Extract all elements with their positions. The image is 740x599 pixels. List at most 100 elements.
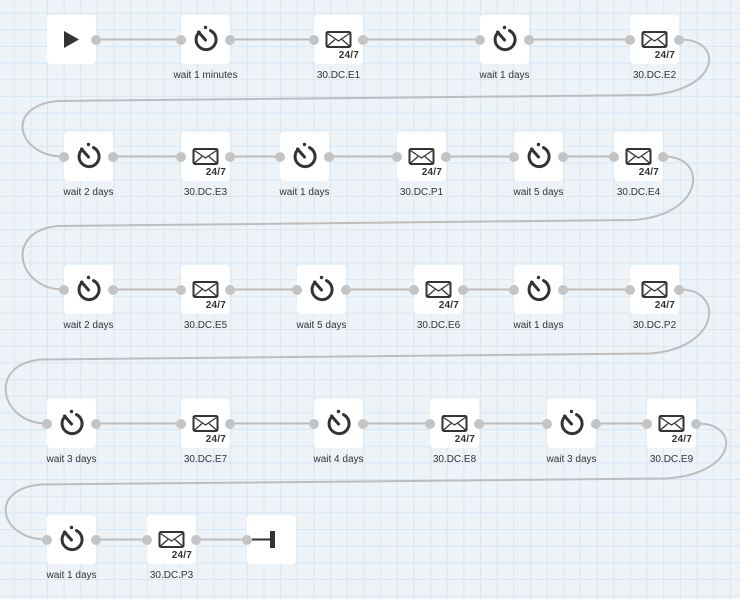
- input-port[interactable]: [42, 418, 52, 429]
- output-port[interactable]: [474, 418, 484, 429]
- wait-step-node[interactable]: wait 2 days: [59, 132, 118, 198]
- input-port[interactable]: [542, 418, 552, 429]
- output-port[interactable]: [191, 534, 201, 545]
- input-port[interactable]: [275, 151, 285, 162]
- wait-step-node[interactable]: wait 1 minutes: [174, 15, 237, 81]
- envelope-icon: [408, 148, 435, 165]
- wait-step-node[interactable]: wait 5 days: [509, 132, 568, 198]
- envelope-icon: [192, 415, 219, 432]
- start-node[interactable]: [47, 15, 101, 64]
- output-port[interactable]: [225, 418, 235, 429]
- output-port[interactable]: [225, 284, 235, 295]
- input-port[interactable]: [176, 34, 186, 45]
- input-port[interactable]: [176, 284, 186, 295]
- wait-step-node[interactable]: wait 1 days: [475, 15, 534, 81]
- envelope-icon: [158, 531, 185, 548]
- connection-wire[interactable]: [4, 422, 727, 541]
- envelope-icon: [192, 281, 219, 298]
- connection-wire[interactable]: [21, 38, 710, 158]
- schedule-badge: 24/7: [438, 300, 459, 311]
- output-port[interactable]: [225, 151, 235, 162]
- node-label: 30.DC.E8: [432, 454, 477, 465]
- envelope-icon: [441, 415, 468, 432]
- wait-step-node[interactable]: wait 3 days: [542, 399, 601, 465]
- timer-icon: [60, 525, 84, 552]
- wait-step-node[interactable]: wait 4 days: [309, 399, 368, 465]
- output-port[interactable]: [591, 418, 601, 429]
- output-port[interactable]: [324, 151, 334, 162]
- output-port[interactable]: [691, 418, 701, 429]
- input-port[interactable]: [176, 151, 186, 162]
- timer-icon: [60, 409, 84, 436]
- output-port[interactable]: [674, 284, 684, 295]
- wait-step-node[interactable]: wait 1 days: [509, 265, 568, 331]
- end-node[interactable]: [242, 515, 296, 564]
- input-port[interactable]: [142, 534, 152, 545]
- input-port[interactable]: [475, 34, 485, 45]
- input-port[interactable]: [242, 534, 252, 545]
- connection-wire[interactable]: [21, 155, 695, 291]
- connection-wire[interactable]: [4, 288, 711, 425]
- node-label: wait 4 days: [313, 454, 364, 465]
- timer-icon: [527, 275, 551, 302]
- input-port[interactable]: [292, 284, 302, 295]
- input-port[interactable]: [509, 151, 519, 162]
- schedule-badge: 24/7: [654, 300, 675, 311]
- timer-icon: [493, 25, 517, 52]
- wait-step-node[interactable]: wait 1 days: [42, 515, 101, 581]
- timer-icon: [77, 275, 101, 302]
- node-label: wait 3 days: [546, 454, 597, 465]
- input-port[interactable]: [392, 151, 402, 162]
- output-port[interactable]: [358, 34, 368, 45]
- output-port[interactable]: [358, 418, 368, 429]
- input-port[interactable]: [642, 418, 652, 429]
- input-port[interactable]: [59, 284, 69, 295]
- wait-step-node[interactable]: wait 3 days: [42, 399, 101, 465]
- output-port[interactable]: [558, 151, 568, 162]
- input-port[interactable]: [425, 418, 435, 429]
- output-port[interactable]: [658, 151, 668, 162]
- output-port[interactable]: [91, 534, 101, 545]
- output-port[interactable]: [108, 284, 118, 295]
- output-port[interactable]: [441, 151, 451, 162]
- output-port[interactable]: [458, 284, 468, 295]
- node-label: 30.DC.E4: [616, 187, 661, 198]
- output-port[interactable]: [558, 284, 568, 295]
- envelope-icon: [192, 148, 219, 165]
- output-port[interactable]: [341, 284, 351, 295]
- output-port[interactable]: [108, 151, 118, 162]
- input-port[interactable]: [59, 151, 69, 162]
- wait-step-node[interactable]: wait 5 days: [292, 265, 351, 331]
- input-port[interactable]: [309, 418, 319, 429]
- input-port[interactable]: [625, 284, 635, 295]
- node-label: 30.DC.E1: [316, 70, 361, 81]
- input-port[interactable]: [176, 418, 186, 429]
- timer-icon: [293, 142, 317, 169]
- output-port[interactable]: [91, 34, 101, 45]
- output-port[interactable]: [524, 34, 534, 45]
- wait-step-node[interactable]: wait 2 days: [59, 265, 118, 331]
- input-port[interactable]: [42, 534, 52, 545]
- output-port[interactable]: [91, 418, 101, 429]
- input-port[interactable]: [409, 284, 419, 295]
- input-port[interactable]: [625, 34, 635, 45]
- output-port[interactable]: [674, 34, 684, 45]
- input-port[interactable]: [509, 284, 519, 295]
- wait-step-node[interactable]: wait 1 days: [275, 132, 334, 198]
- input-port[interactable]: [609, 151, 619, 162]
- input-port[interactable]: [309, 34, 319, 45]
- output-port[interactable]: [225, 34, 235, 45]
